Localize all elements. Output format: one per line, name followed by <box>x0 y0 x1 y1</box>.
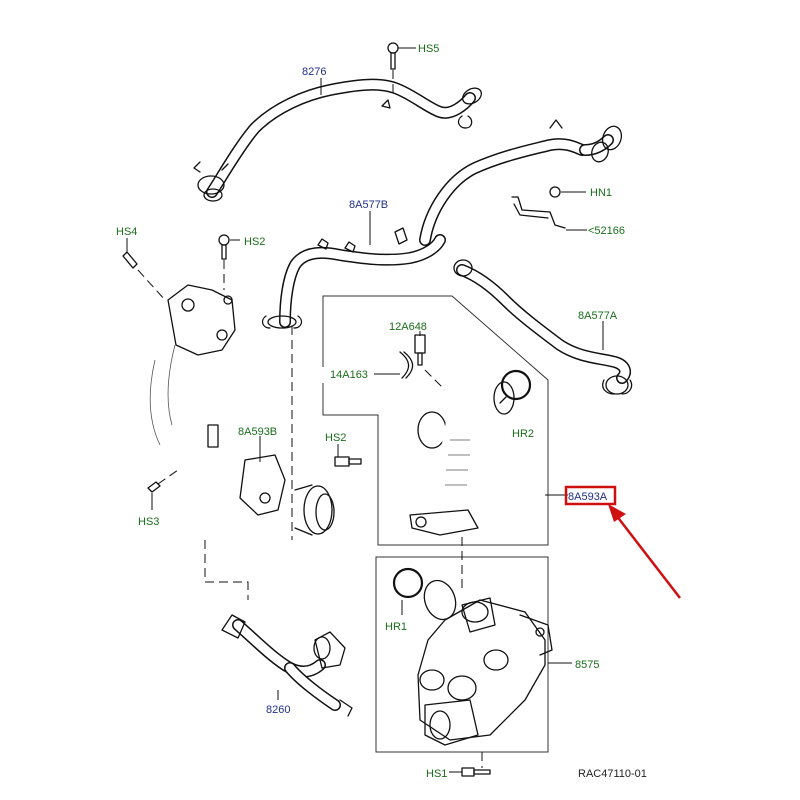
label-hs5: HS5 <box>418 43 439 55</box>
bolt-hs2-top <box>218 234 240 290</box>
label-8575: 8575 <box>575 659 599 671</box>
label-hs1: HS1 <box>426 768 447 780</box>
housing-8575 <box>417 579 572 746</box>
pipe-8a593b <box>139 284 335 540</box>
label-hr2: HR2 <box>512 428 534 440</box>
diagram-ref-code: RAC47110-01 <box>578 768 647 780</box>
hose-8a577b <box>261 211 446 329</box>
oring-hr1 <box>392 567 424 615</box>
label-8a577a: 8A577A <box>578 310 618 322</box>
label-hs3: HS3 <box>138 516 159 528</box>
bolt-hs1 <box>449 752 491 777</box>
hose-8a577a <box>453 259 633 395</box>
highlight-box <box>564 485 617 506</box>
part-8a593a <box>409 369 568 590</box>
label-8276: 8276 <box>302 66 326 78</box>
label-hs4: HS4 <box>116 226 137 238</box>
label-12a648: 12A648 <box>389 321 427 333</box>
bolt-hs3 <box>147 469 179 510</box>
hose-upper-right <box>419 119 623 246</box>
label-hs2-mid: HS2 <box>325 432 346 444</box>
label-8260: 8260 <box>266 704 290 716</box>
sensor-12a648 <box>374 331 446 391</box>
label-8a593b: 8A593B <box>238 426 277 438</box>
label-52166: <52166 <box>588 225 625 237</box>
bolt-hs4 <box>122 238 166 301</box>
label-hs2-top: HS2 <box>244 236 265 248</box>
bolt-hs5 <box>387 42 416 95</box>
label-hr1: HR1 <box>385 621 407 633</box>
hose-8276 <box>193 78 482 202</box>
bracket-52166 <box>511 186 587 231</box>
label-hn1: HN1 <box>590 187 612 199</box>
hose-8260 <box>204 540 353 717</box>
bolt-hs2-mid <box>334 444 362 467</box>
highlight-arrow <box>608 504 681 599</box>
label-8a593a: 8A593A <box>568 491 608 503</box>
label-14a163: 14A163 <box>330 369 368 381</box>
label-8a577b: 8A577B <box>349 199 388 211</box>
